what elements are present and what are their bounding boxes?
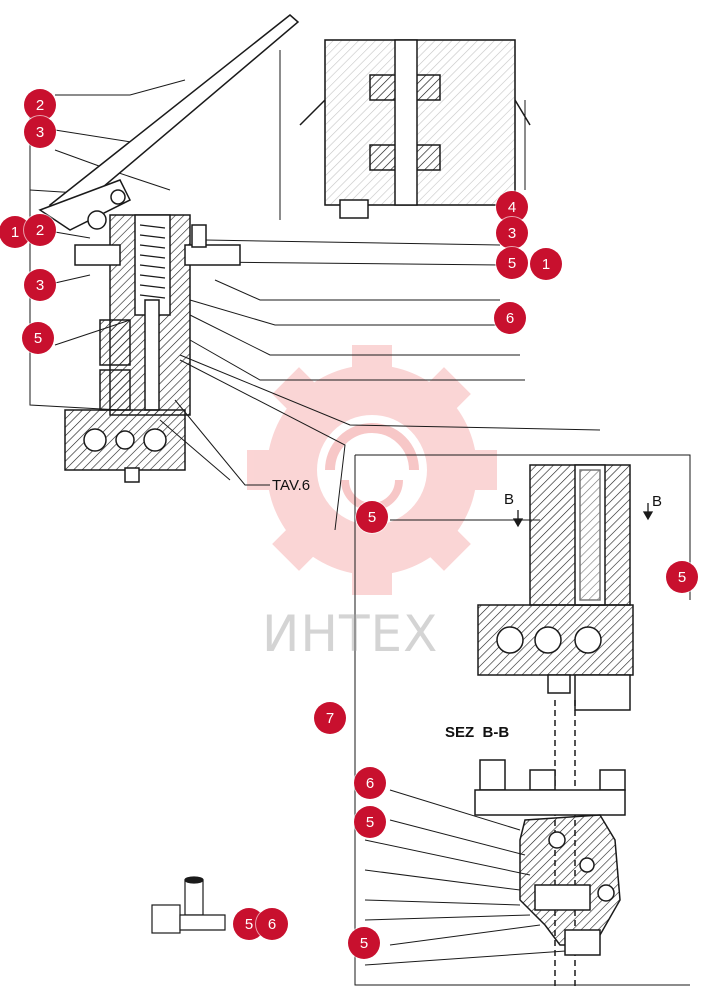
watermark-gear-icon — [247, 345, 497, 595]
callout-c6a[interactable]: 6 — [494, 302, 526, 334]
callout-c7a[interactable]: 7 — [314, 702, 346, 734]
callout-c3a[interactable]: 3 — [24, 116, 56, 148]
callout-c3b[interactable]: 3 — [24, 269, 56, 301]
callout-c5a[interactable]: 5 — [22, 322, 54, 354]
callout-c5d[interactable]: 5 — [666, 561, 698, 593]
section-title: SEZ B-B — [445, 724, 510, 741]
callout-c2a[interactable]: 2 — [24, 89, 56, 121]
section-arrows — [512, 503, 654, 528]
top-inset-assembly — [299, 39, 531, 219]
watermark-text: ИНТЕХ — [262, 605, 439, 663]
callout-c6b[interactable]: 6 — [354, 767, 386, 799]
section-arrow-label-right: B — [652, 493, 663, 510]
section-bb-view — [474, 759, 626, 956]
callout-c2b[interactable]: 2 — [24, 214, 56, 246]
callout-c5f[interactable]: 5 — [348, 927, 380, 959]
loose-parts — [151, 876, 226, 934]
pedal-lever — [38, 14, 300, 231]
callout-c5c[interactable]: 5 — [356, 501, 388, 533]
callout-c6c[interactable]: 6 — [256, 908, 288, 940]
tav-label: TAV.6 — [272, 477, 311, 494]
leader-lines — [29, 50, 691, 986]
callout-c5b[interactable]: 5 — [496, 247, 528, 279]
callout-c1b[interactable]: 1 — [530, 248, 562, 280]
callout-c5e[interactable]: 5 — [354, 806, 386, 838]
main-valve-body — [64, 214, 241, 483]
section-arrow-label-left: B — [504, 491, 515, 508]
callout-c3c[interactable]: 3 — [496, 217, 528, 249]
